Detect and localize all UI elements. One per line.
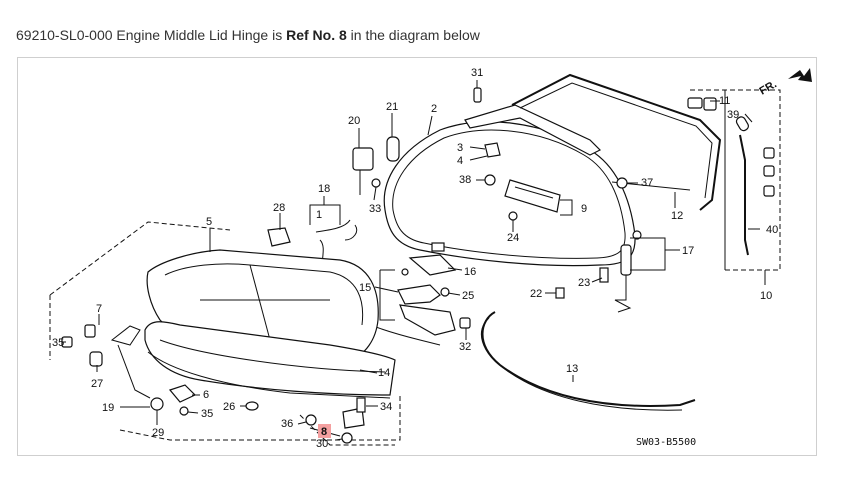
callout-39: 39 [727,109,739,121]
callout-19: 19 [102,402,114,414]
ref-number: Ref No. 8 [286,27,347,43]
callout-22: 22 [530,288,542,300]
part-name: Engine Middle Lid Hinge [116,27,269,43]
callout-1: 1 [316,209,322,221]
part-number: 69210-SL0-000 [16,27,113,43]
callout-25: 25 [462,290,474,302]
callout-32: 32 [459,341,471,353]
callout-9: 9 [581,203,587,215]
callout-35-second: 35 [201,408,213,420]
callout-30: 30 [316,438,328,450]
callout-36: 36 [281,418,293,430]
callout-12: 12 [671,210,683,222]
callout-2: 2 [431,103,437,115]
caption: 69210-SL0-000 Engine Middle Lid Hinge is… [16,27,480,43]
callout-5: 5 [206,216,212,228]
callout-29: 29 [152,427,164,439]
callout-18: 18 [318,183,330,195]
callout-26: 26 [223,401,235,413]
highlight-ref-8 [318,424,331,438]
drawing-code: SW03-B5500 [636,437,696,448]
callout-40: 40 [766,224,778,236]
callout-34: 34 [380,401,392,413]
caption-suffix: in the diagram below [350,27,480,43]
callout-3: 3 [457,142,463,154]
callout-17: 17 [682,245,694,257]
callout-31: 31 [471,67,483,79]
callout-38: 38 [459,174,471,186]
callout-35: 35 [52,337,64,349]
callout-37: 37 [641,177,653,189]
callout-16: 16 [464,266,476,278]
callout-14: 14 [378,367,390,379]
callout-8: 8 [321,426,327,438]
caption-is: is [272,27,283,43]
callout-23: 23 [578,277,590,289]
callout-7: 7 [96,303,102,315]
callout-6: 6 [203,389,209,401]
callout-21: 21 [386,101,398,113]
callout-24: 24 [507,232,519,244]
callout-28: 28 [273,202,285,214]
callout-13: 13 [566,363,578,375]
direction-label: FR. [758,78,779,97]
direction-arrow-icon [788,68,812,82]
callout-10: 10 [760,290,772,302]
callout-4: 4 [457,155,463,167]
callout-11: 11 [719,95,730,107]
callout-27: 27 [91,378,103,390]
callout-20: 20 [348,115,360,127]
callout-15: 15 [359,282,371,294]
callout-33: 33 [369,203,381,215]
diagram-frame [17,57,817,456]
